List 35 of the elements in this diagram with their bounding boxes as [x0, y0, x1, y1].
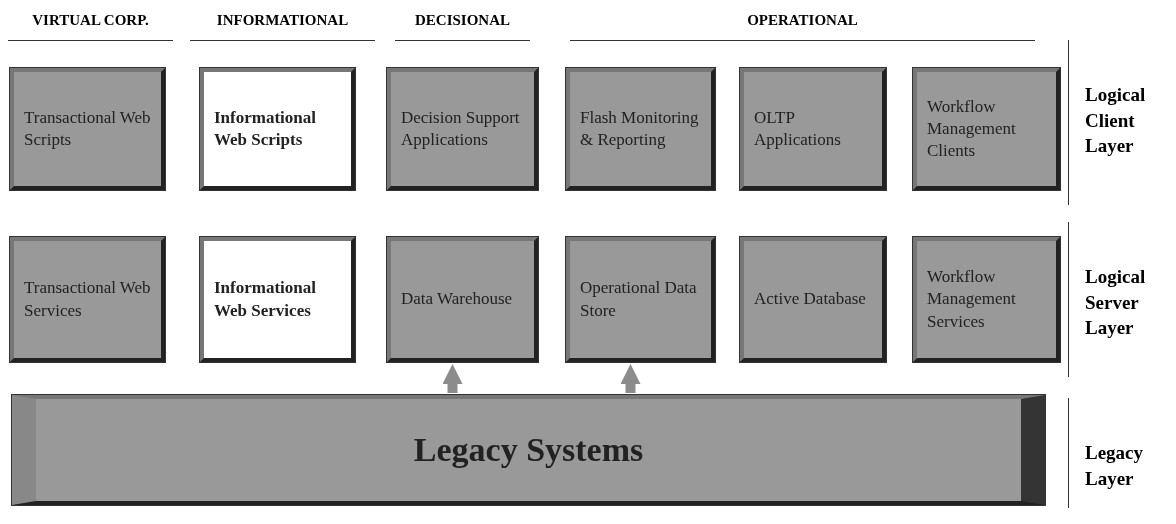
component-label: Operational Data Store — [580, 277, 698, 322]
component-label: Legacy Systems — [413, 429, 644, 470]
component-label: Informational Web Services — [214, 277, 317, 322]
component-label: Transactional Web Scripts — [24, 106, 151, 151]
component-box — [387, 68, 538, 190]
arrow — [620, 364, 641, 393]
component-label: OLTP Applications — [754, 106, 842, 151]
component-box — [10, 237, 165, 362]
column-heading: VIRTUAL CORP. — [31, 12, 150, 29]
column-heading: OPERATIONAL — [746, 12, 859, 29]
component-label: Workflow Management Clients — [927, 95, 1017, 163]
component-box — [740, 68, 886, 190]
component-label: Informational Web Scripts — [214, 106, 317, 151]
component-label: Transactional Web Services — [24, 277, 151, 322]
layer-label: Legacy Layer — [1085, 441, 1145, 491]
component-box — [200, 237, 355, 362]
component-label: Active Database — [754, 288, 866, 311]
component-label: Decision Support Applications — [401, 106, 521, 151]
component-label: Data Warehouse — [401, 288, 513, 311]
component-box — [566, 237, 715, 362]
component-box — [10, 68, 165, 190]
column-heading: DECISIONAL — [414, 12, 511, 29]
column-heading: INFORMATIONAL — [215, 12, 350, 29]
component-box — [913, 68, 1060, 190]
component-label: Flash Monitoring & Reporting — [580, 106, 700, 151]
component-box — [740, 237, 886, 362]
arrow — [442, 364, 463, 393]
component-box — [387, 237, 538, 362]
component-label: Workflow Management Services — [927, 266, 1017, 333]
layer-label: Logical Client Layer — [1085, 83, 1147, 159]
component-box — [913, 237, 1060, 362]
layer-label: Logical Server Layer — [1085, 265, 1147, 341]
component-box — [200, 68, 355, 190]
layer-bar — [12, 395, 1045, 505]
component-box — [566, 68, 715, 190]
